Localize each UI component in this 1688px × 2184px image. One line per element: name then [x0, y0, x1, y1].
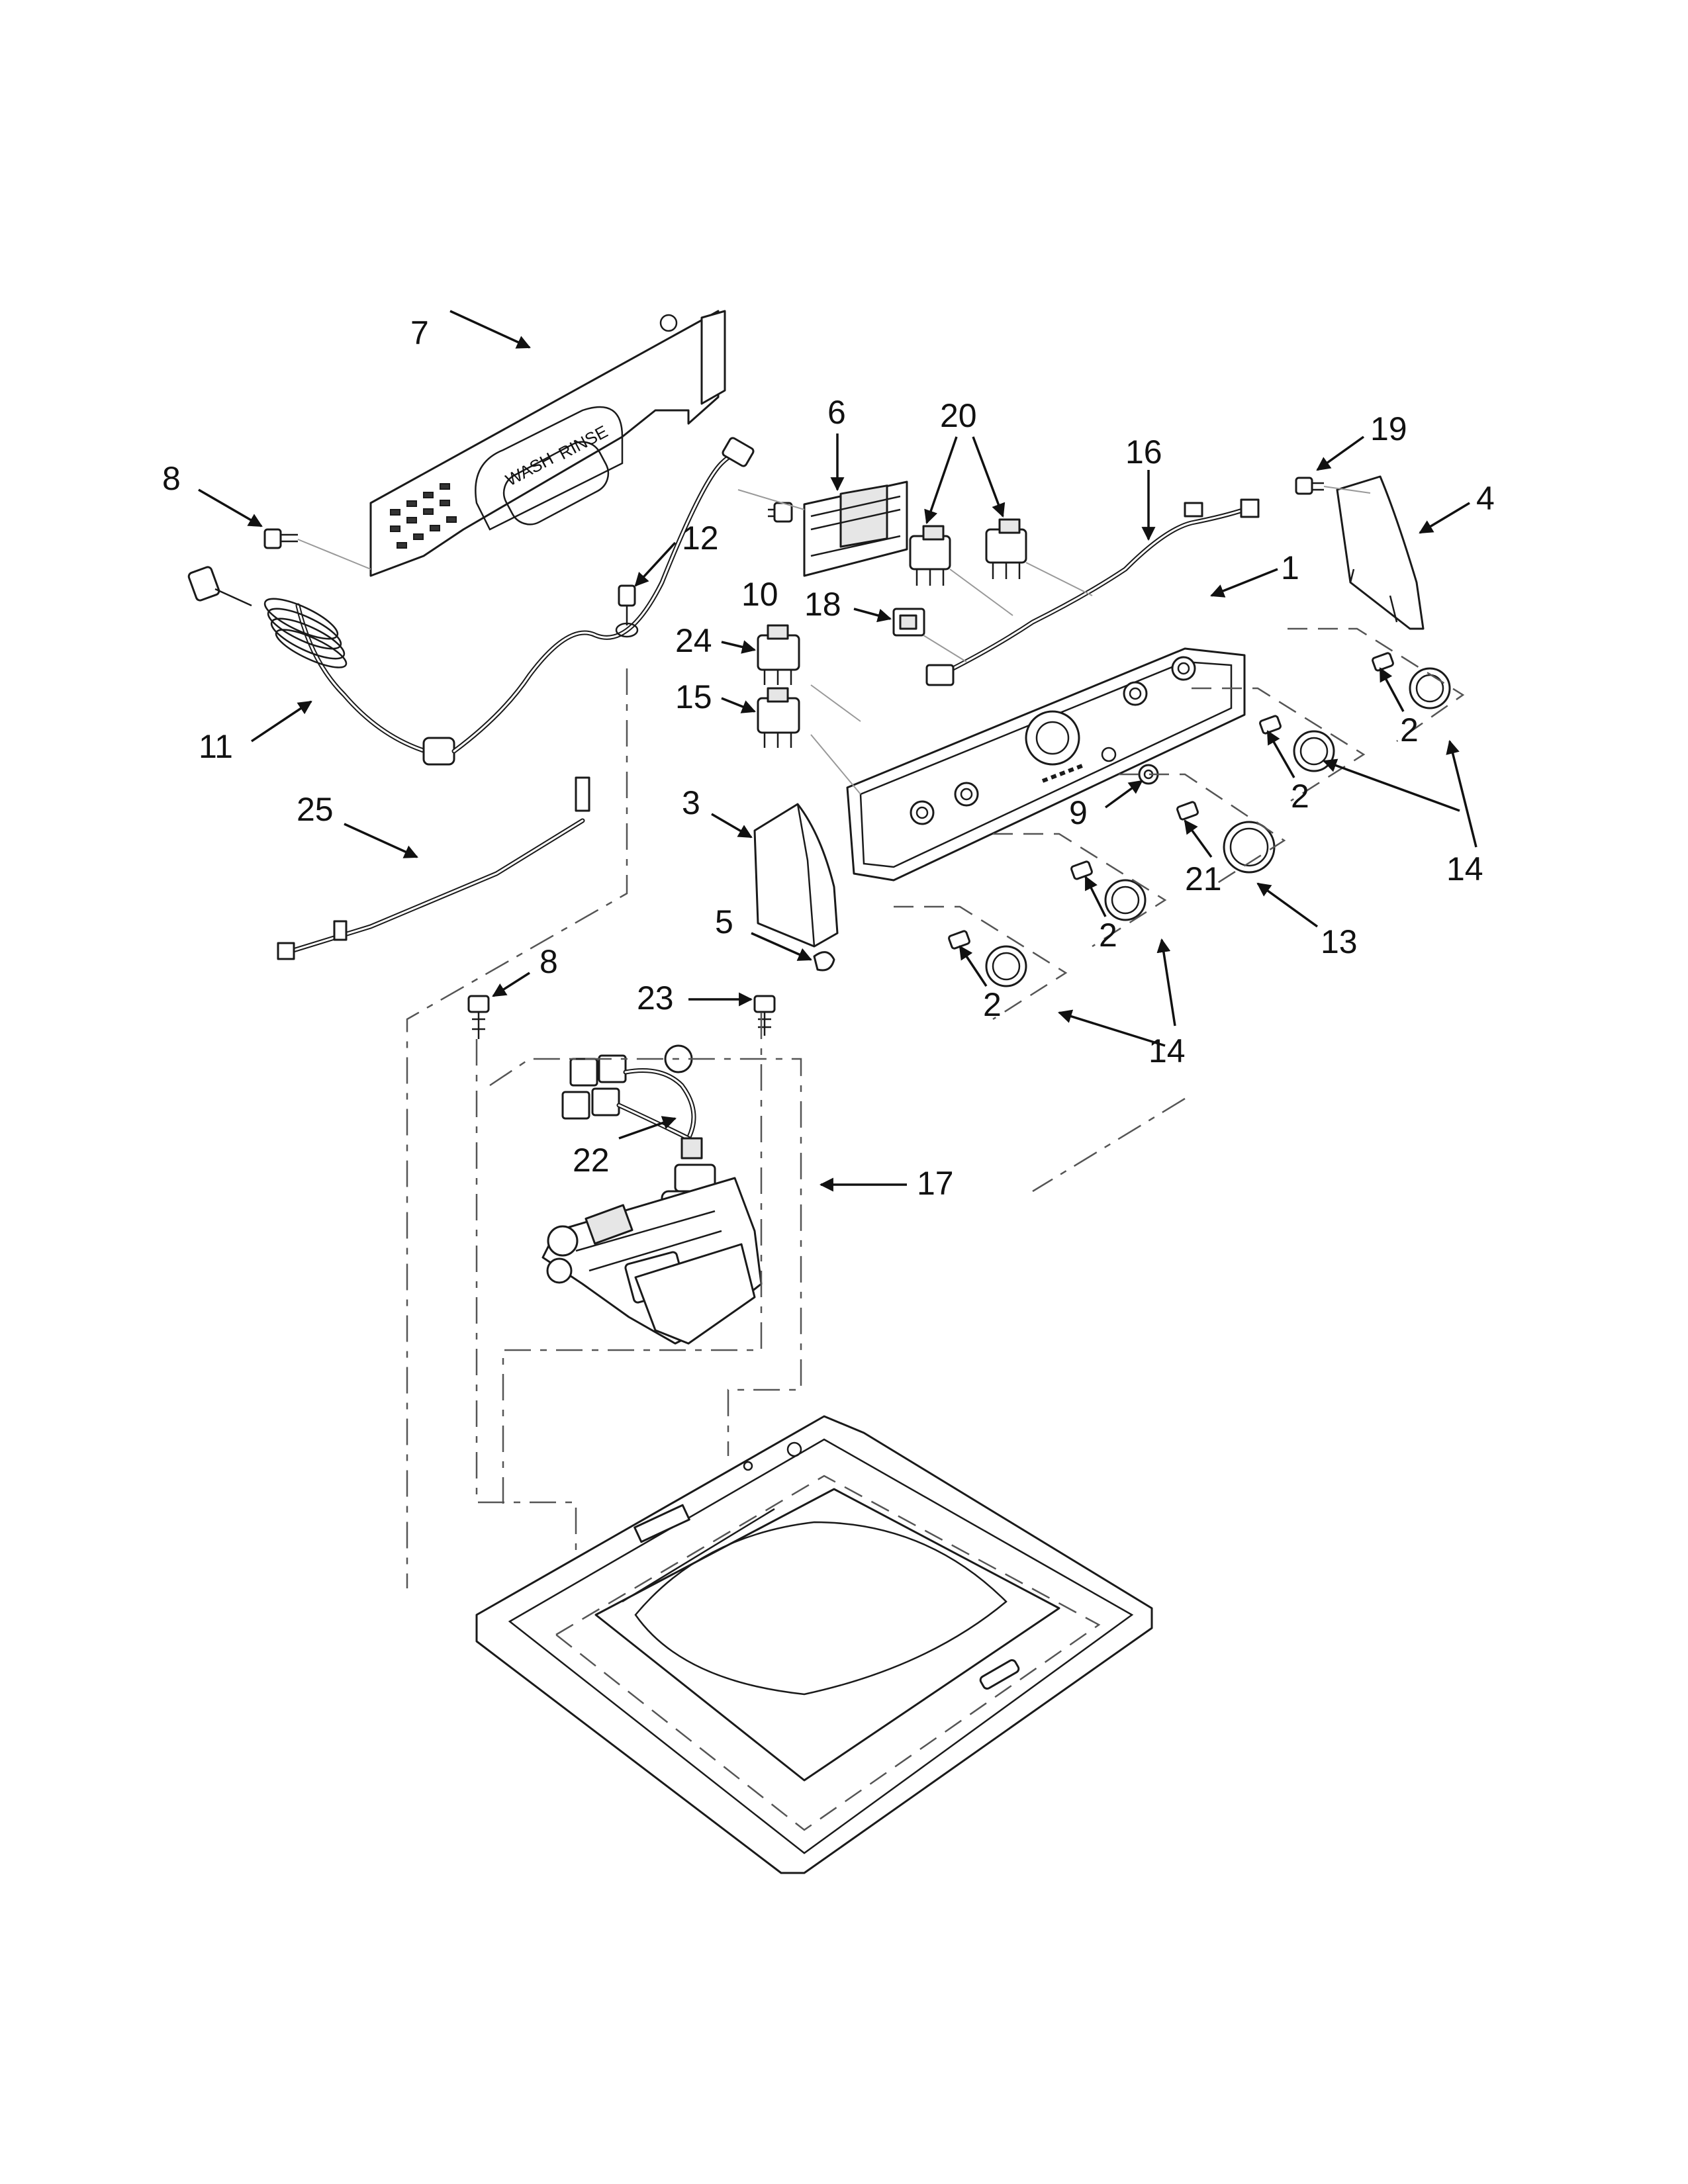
callout-labels: 7 8 12 11 25 6 10 20 16 1 19 4 18 24 15 … [162, 314, 1495, 1202]
callout-5: 5 [715, 903, 733, 940]
part-12-ground-wire [451, 437, 755, 754]
callout-4: 4 [1476, 480, 1495, 517]
knob-row-upper-right [1372, 652, 1451, 709]
callout-9: 9 [1069, 794, 1088, 831]
part-8-screw-top [263, 528, 298, 549]
callout-19: 19 [1370, 410, 1407, 447]
callout-21: 21 [1185, 860, 1222, 897]
part-20-switch-right [985, 518, 1027, 579]
part-8-screw-lower [467, 995, 490, 1039]
knob-row-lower-left [948, 930, 1027, 987]
callout-7: 7 [410, 314, 429, 351]
callout-17: 17 [917, 1165, 954, 1202]
part-7-console-rear-panel: WASH RINSE [369, 310, 726, 577]
leader-arrows [198, 310, 1477, 1192]
knob-row-lower-middle [1070, 860, 1147, 921]
callout-1: 1 [1281, 549, 1299, 586]
callout-2-lower-left: 2 [983, 986, 1002, 1023]
part-19-screw [1295, 477, 1324, 495]
callout-6: 6 [827, 394, 846, 431]
part-16-console-harness [925, 498, 1260, 686]
alignment-lines [297, 486, 1371, 1588]
callout-3: 3 [682, 784, 700, 821]
callout-20: 20 [940, 397, 977, 434]
callout-23: 23 [637, 979, 674, 1017]
callout-25: 25 [297, 791, 334, 828]
callout-11: 11 [199, 728, 233, 765]
callout-22: 22 [573, 1142, 610, 1179]
callout-14-lower: 14 [1149, 1032, 1186, 1069]
callout-10: 10 [741, 576, 778, 613]
knob-assembly-outlines [894, 627, 1465, 1021]
callout-14-upper: 14 [1446, 850, 1483, 887]
callout-18: 18 [804, 586, 841, 623]
callout-2-lower-middle: 2 [1099, 917, 1117, 954]
part-25-wire-harness [277, 776, 590, 960]
part-20-switch-left [909, 525, 951, 586]
part-18-sensor [892, 608, 925, 637]
part-10-screw [768, 502, 793, 523]
part-11-power-cord [187, 566, 455, 766]
washer-top-cabinet [475, 1415, 1153, 1874]
callout-2-middle: 2 [1291, 778, 1309, 815]
callout-13: 13 [1321, 923, 1358, 960]
knob-row-middle [1259, 715, 1335, 772]
valve-assembly-outlines [475, 1013, 802, 1588]
part-5-clip [813, 951, 835, 972]
part-17-valve-assembly [541, 1163, 763, 1345]
callout-8-top: 8 [162, 460, 181, 497]
part-1-console [846, 647, 1246, 882]
part-15-switch [757, 687, 800, 748]
callout-24: 24 [675, 622, 712, 659]
vent-slots [390, 483, 457, 549]
knob-large-13 [1176, 801, 1276, 874]
callout-15: 15 [675, 678, 712, 715]
part-9-selector-button [1138, 764, 1159, 785]
callout-8-lower: 8 [539, 943, 558, 980]
part-6-control-board [803, 480, 908, 577]
callout-12: 12 [682, 520, 719, 557]
callout-16: 16 [1125, 433, 1162, 471]
part-4-end-cap-right [1336, 475, 1425, 630]
part-24-switch [757, 624, 800, 685]
part-3-end-cap [753, 803, 839, 948]
part-23-screw [753, 995, 776, 1036]
callout-2-upper-right: 2 [1400, 711, 1419, 749]
